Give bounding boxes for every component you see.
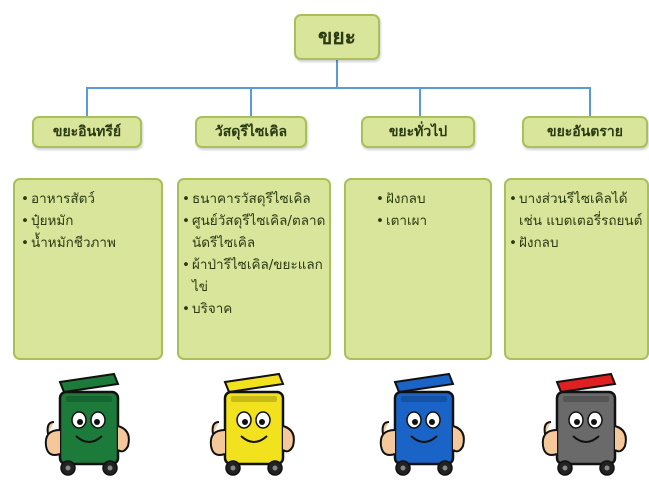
list-item: บริจาค [182, 298, 327, 320]
list-item: อาหารสัตว์ [21, 188, 155, 210]
category-general-details: ฝังกลบ เตาเผา [344, 178, 492, 360]
category-recycle-label: วัสดุรีไซเคิล [214, 124, 288, 140]
category-general-label: ขยะทั่วไป [388, 124, 448, 140]
category-organic-header: ขยะอินทรีย์ [32, 116, 142, 148]
list-item: ธนาคารวัสดุรีไซเคิล [182, 188, 327, 210]
connector-cat-4 [589, 87, 591, 117]
list-item: บางส่วนรีไซเคิลได้ เช่น แบตเตอรี่รถยนต์ [509, 188, 645, 232]
blue-bin-icon [379, 372, 465, 476]
yellow-bin-icon [209, 372, 295, 476]
list-item: ศูนย์วัสดุรีไซเคิล/ตลาดนัดรีไซเคิล [182, 210, 327, 254]
list-item: ปุ๋ยหมัก [21, 210, 155, 232]
category-organic-label: ขยะอินทรีย์ [52, 124, 122, 140]
category-hazardous-header: ขยะอันตราย [522, 116, 648, 148]
connector-cat-1 [86, 87, 88, 117]
green-bin-icon [44, 372, 130, 476]
root-node: ขยะ [294, 14, 380, 60]
list-item: น้ำหมักชีวภาพ [21, 232, 155, 254]
list-item: ผ้าป่ารีไซเคิล/ขยะแลกไข่ [182, 254, 327, 298]
category-hazardous-details: บางส่วนรีไซเคิลได้ เช่น แบตเตอรี่รถยนต์ … [504, 178, 649, 360]
hazard-bin-icon [541, 372, 627, 476]
category-general-header: ขยะทั่วไป [361, 116, 475, 148]
list-item: ฝังกลบ [376, 188, 484, 210]
connector-horizontal [86, 87, 591, 89]
list-item: ฝังกลบ [509, 232, 645, 254]
category-recycle-header: วัสดุรีไซเคิล [195, 116, 307, 148]
list-item: เตาเผา [376, 210, 484, 232]
root-label: ขยะ [318, 24, 356, 49]
category-hazardous-label: ขยะอันตราย [547, 124, 623, 140]
category-organic-details: อาหารสัตว์ ปุ๋ยหมัก น้ำหมักชีวภาพ [13, 178, 163, 360]
connector-cat-2 [250, 87, 252, 117]
category-recycle-details: ธนาคารวัสดุรีไซเคิล ศูนย์วัสดุรีไซเคิล/ต… [177, 178, 331, 360]
connector-root-down [336, 60, 338, 88]
connector-cat-3 [419, 87, 421, 117]
